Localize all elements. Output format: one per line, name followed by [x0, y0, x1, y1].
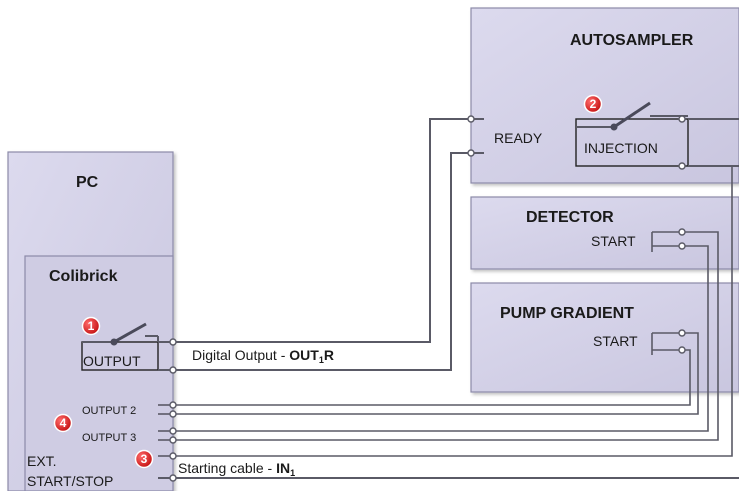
output-switch	[82, 322, 159, 346]
wire-detector-start-a	[173, 231, 719, 441]
detector-box: DETECTOR START	[470, 196, 739, 270]
wire-pump-start-b	[173, 349, 691, 406]
digital-output-label: Digital Output - OUT1R	[192, 347, 334, 365]
badge-3: 3	[134, 449, 154, 469]
autosampler-box: AUTOSAMPLER READY INJECTION	[470, 7, 739, 184]
badge-2: 2	[583, 94, 603, 114]
ext-label-line1: EXT.	[27, 453, 57, 469]
svg-text:4: 4	[60, 416, 67, 430]
wire-injection-to-in	[173, 165, 733, 457]
wires	[158, 118, 739, 479]
pump-box: PUMP GRADIENT START	[470, 282, 739, 393]
injection-frame	[575, 118, 689, 167]
output3-label: OUTPUT 3	[82, 432, 136, 444]
terminals	[169, 115, 686, 482]
wire-detector-start-b	[173, 245, 709, 432]
injection-label: INJECTION	[584, 140, 658, 156]
badge-4: 4	[53, 413, 73, 433]
output-frame	[81, 341, 159, 371]
output2-label: OUTPUT 2	[82, 405, 136, 417]
pc-title: PC	[76, 174, 99, 191]
detector-start-label: START	[591, 233, 636, 249]
svg-text:3: 3	[141, 452, 148, 466]
output-label: OUTPUT	[83, 353, 141, 369]
detector-title: DETECTOR	[526, 209, 614, 226]
wire-output-to-ready-bottom	[158, 152, 484, 371]
starting-cable-label: Starting cable - IN1	[178, 460, 295, 478]
pump-title: PUMP GRADIENT	[500, 305, 634, 322]
autosampler-title: AUTOSAMPLER	[570, 32, 694, 49]
ready-label: READY	[494, 130, 543, 146]
pump-start-label: START	[593, 333, 638, 349]
wire-pump-start-a	[173, 332, 699, 415]
svg-text:1: 1	[88, 319, 95, 333]
colibrick-title: Colibrick	[49, 268, 118, 285]
wire-output-to-ready-top	[158, 118, 484, 343]
ext-label-line2: START/STOP	[27, 473, 113, 489]
svg-text:2: 2	[590, 97, 597, 111]
badge-1: 1	[81, 316, 101, 336]
